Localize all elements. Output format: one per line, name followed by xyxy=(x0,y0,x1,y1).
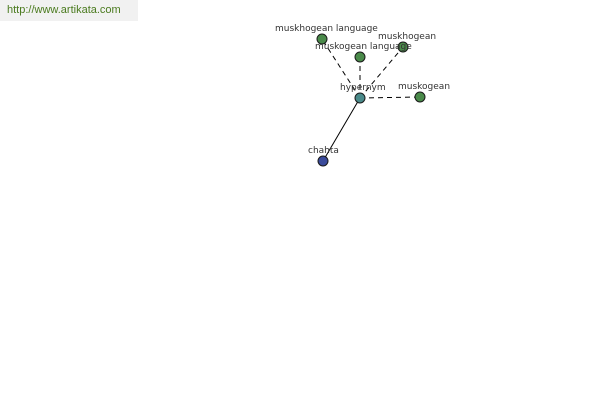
node-label-hypernym[interactable]: hypernym xyxy=(340,83,386,93)
graph-nodes xyxy=(316,33,426,167)
node-label-muskogean-language[interactable]: muskogean language xyxy=(315,42,412,52)
node-label-muskogean[interactable]: muskogean xyxy=(398,82,450,92)
site-url-text[interactable]: http://www.artikata.com xyxy=(7,4,121,16)
node-label-muskhogean[interactable]: muskhogean xyxy=(378,32,436,42)
node-muskogean[interactable] xyxy=(414,91,426,103)
node-label-muskhogean-language[interactable]: muskhogean language xyxy=(275,24,378,34)
edge-muskogean xyxy=(359,96,421,99)
edge-muskhogean-language xyxy=(321,38,361,99)
edge-muskhogean xyxy=(359,46,404,99)
edge-chahta xyxy=(322,97,361,162)
node-muskhogean[interactable] xyxy=(397,41,409,53)
node-label-chahta[interactable]: chahta xyxy=(308,146,339,156)
site-url-banner[interactable]: http://www.artikata.com xyxy=(0,0,138,21)
node-muskogean-language[interactable] xyxy=(354,51,366,63)
node-chahta[interactable] xyxy=(317,155,329,167)
graph-edges xyxy=(321,38,421,162)
node-muskhogean-language[interactable] xyxy=(316,33,328,45)
node-hypernym[interactable] xyxy=(354,92,366,104)
